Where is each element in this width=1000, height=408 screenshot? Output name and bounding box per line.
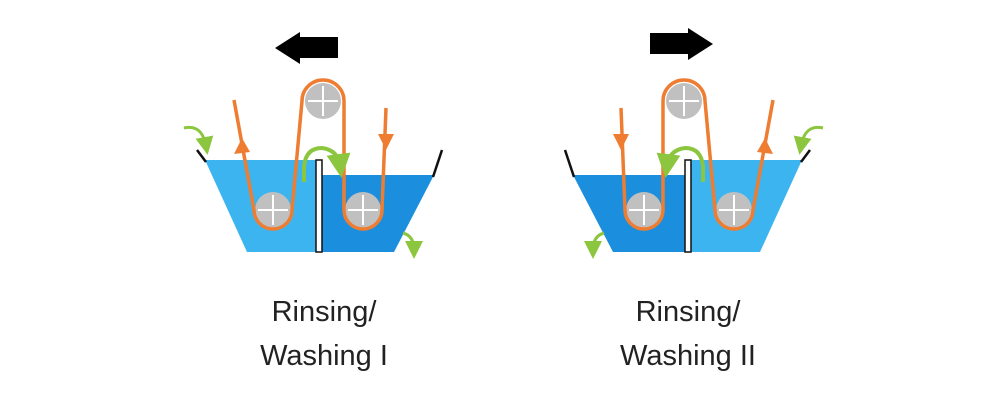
panel-2-title-line2: Washing II (620, 340, 756, 372)
panel-2-title-line1: Rinsing/ (635, 296, 741, 328)
panel-1-label: Rinsing/ Washing I (204, 290, 444, 378)
movement-arrow-left (275, 32, 338, 64)
panel-1-title-line2: Washing I (260, 340, 388, 372)
movement-arrow-right (650, 28, 713, 60)
panel-washing-1 (184, 32, 442, 252)
panel-1-title-line1: Rinsing/ (271, 296, 377, 328)
panel-2-label: Rinsing/ Washing II (568, 290, 808, 378)
panel-washing-2 (565, 28, 823, 252)
